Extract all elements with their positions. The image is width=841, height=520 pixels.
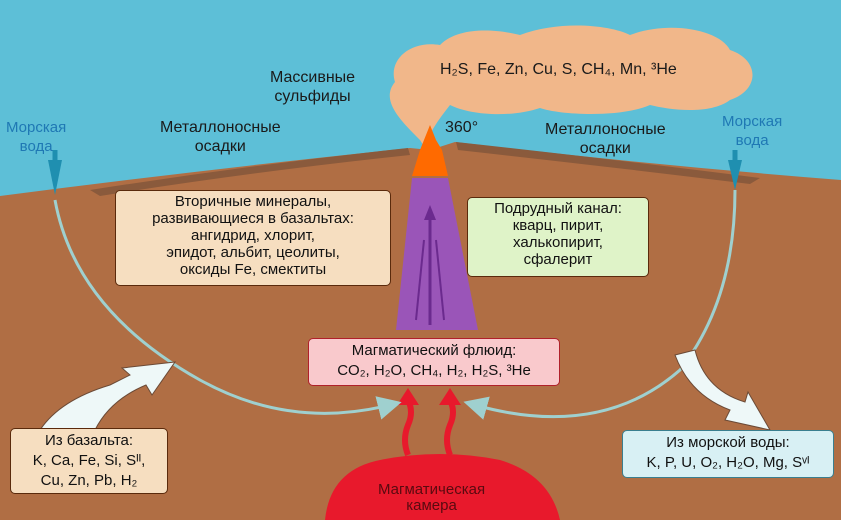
channel-line3: халькопирит, <box>513 234 603 251</box>
heat-arrow-right <box>444 398 456 457</box>
massive-sulfides-line2: сульфиды <box>274 88 351 105</box>
sediments-right-layer <box>456 142 760 184</box>
channel-line4: сфалерит <box>523 251 593 268</box>
channel-arrow-3 <box>435 239 445 321</box>
secondary-line4: эпидот, альбит, цеолиты, <box>166 244 340 261</box>
sediments-right-line1: Металлоносные <box>545 121 666 138</box>
heat-arrow-left <box>402 398 414 457</box>
channel-line1: Подрудный канал: <box>494 200 622 217</box>
secondary-line3: ангидрид, хлорит, <box>191 227 315 244</box>
sediments-left-line1: Металлоносные <box>160 119 281 136</box>
sediments-left-layer <box>90 148 410 196</box>
basalt-line3: Cu, Zn, Pb, H₂ <box>40 472 138 489</box>
ore-channel-box: Подрудный канал: кварц, пирит, халькопир… <box>467 197 649 277</box>
channel-arrow-2 <box>415 239 425 321</box>
seawater-source-line1: Из морской воды: <box>666 434 790 451</box>
basalt-line1: Из базальта: <box>44 432 134 449</box>
secondary-line2: развивающиеся в базальтах: <box>152 210 354 227</box>
secondary-line1: Вторичные минералы, <box>174 193 332 210</box>
seawater-left-line1: Морская <box>6 119 67 136</box>
sediments-left-line2: осадки <box>194 138 246 155</box>
magmatic-fluid-box: Магматический флюид: CO₂, H₂O, CH₄, H₂, … <box>308 338 560 386</box>
vent-flame <box>412 125 448 176</box>
basalt-line2: K, Ca, Fe, Si, Sᴵᴵ, <box>32 452 146 469</box>
smoke-plume <box>389 25 753 149</box>
heat-arrowhead-left <box>397 388 419 405</box>
seawater-source-box: Из морской воды: K, P, U, O₂, H₂O, Mg, S… <box>622 430 834 478</box>
massive-sulfides-line1: Массивные <box>270 69 356 86</box>
seawater-source-line2: K, P, U, O₂, H₂O, Mg, Sᵛᴵ <box>646 454 810 471</box>
magma-chamber-label: Магматическая камера <box>378 482 485 514</box>
magma-chamber-line2: камера <box>406 497 457 514</box>
seawater-right-line2: вода <box>735 132 769 149</box>
seawater-left-label: Морская вода <box>6 118 66 156</box>
seawater-right-line1: Морская <box>722 113 783 130</box>
basalt-input-arrow <box>39 361 177 431</box>
seawater-path-left <box>53 199 402 420</box>
channel-arrowhead-1 <box>424 205 436 220</box>
sediments-right-label: Металлоносные осадки <box>545 120 666 158</box>
sediments-left-label: Металлоносные осадки <box>160 118 281 156</box>
fluid-line2: CO₂, H₂O, CH₄, H₂, H₂S, ³He <box>337 362 531 379</box>
temperature-label: 360° <box>445 119 479 136</box>
seawater-right-label: Морская вода <box>722 112 782 150</box>
channel-line2: кварц, пирит, <box>512 217 604 234</box>
heat-arrowhead-right <box>439 388 461 405</box>
plume-elements-label: H₂S, Fe, Zn, Cu, S, CH₄, Mn, ³He <box>440 61 677 78</box>
magma-chamber-line1: Магматическая <box>378 481 486 498</box>
sediments-right-line2: осадки <box>579 140 631 157</box>
magma-chamber <box>325 454 560 520</box>
secondary-minerals-box: Вторичные минералы, развивающиеся в база… <box>115 190 391 286</box>
fluid-line1: Магматический флюид: <box>351 342 517 359</box>
seawater-path-right <box>463 189 737 420</box>
massive-sulfides-label: Массивные сульфиды <box>270 68 355 106</box>
secondary-line5: оксиды Fe, смектиты <box>179 261 327 278</box>
basalt-source-box: Из базальта: K, Ca, Fe, Si, Sᴵᴵ, Cu, Zn,… <box>10 428 168 494</box>
seawater-left-line2: вода <box>19 138 53 155</box>
